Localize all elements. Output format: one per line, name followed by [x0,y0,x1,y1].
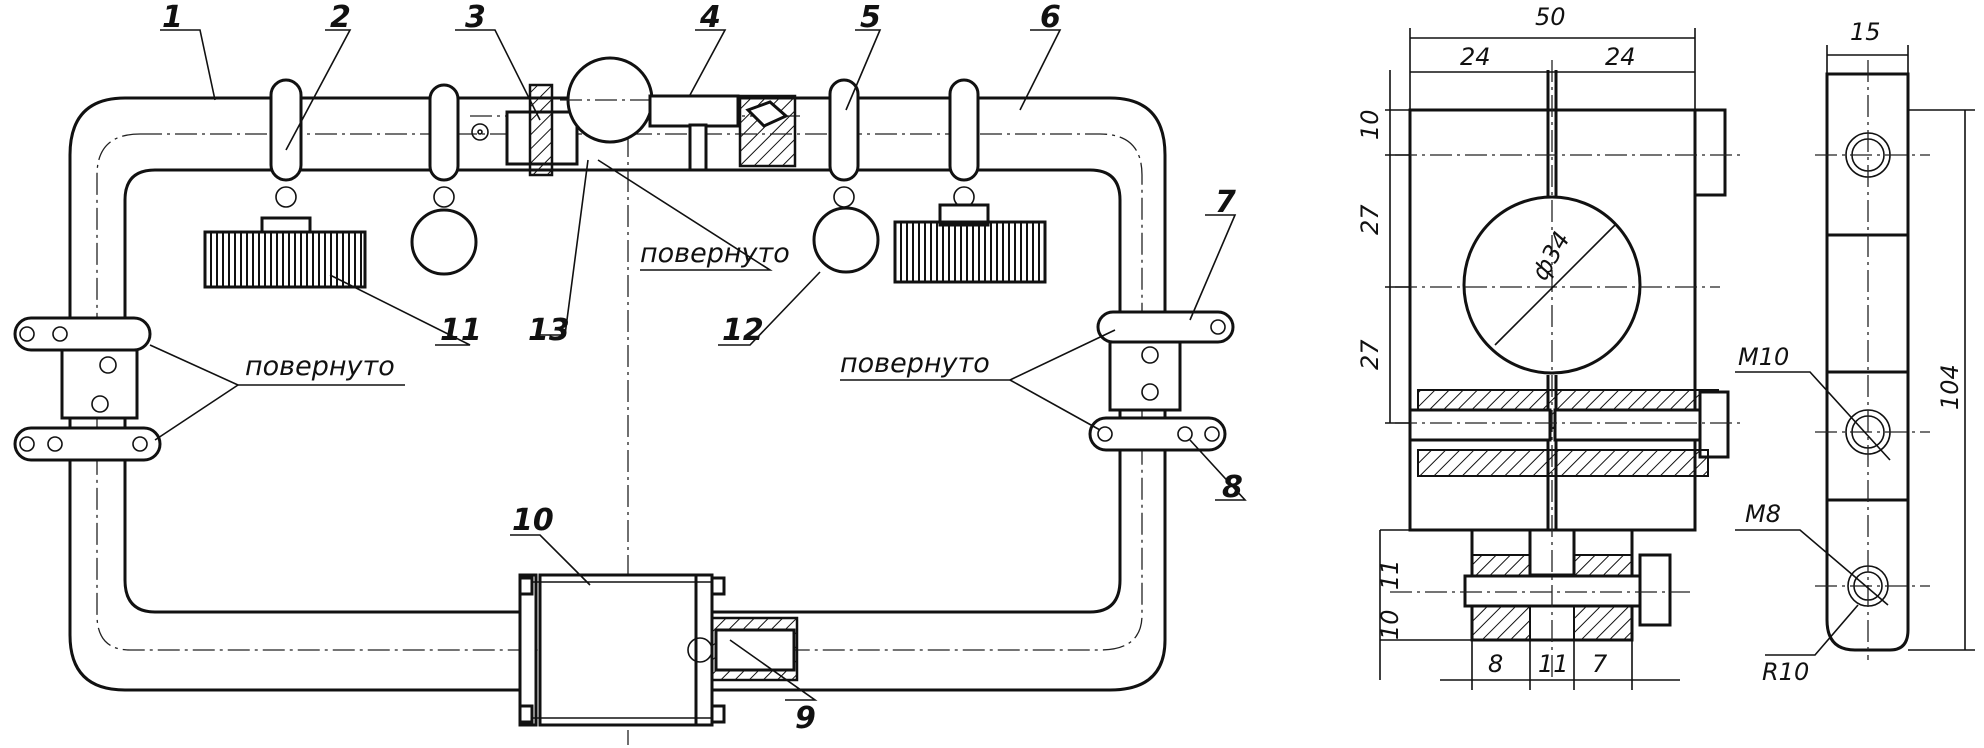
side-clamp-left [13,316,162,462]
note-rotated-center: повернуто [640,238,790,269]
part-label-5: 5 [860,0,881,35]
hanger-mid-left [410,83,478,276]
dim-bottom-a: 11 [1376,559,1404,590]
dim-width-total: 50 [1535,3,1566,31]
part-label-2: 2 [330,0,351,35]
dim-half-left: 24 [1460,43,1491,71]
dim-lower-height: 27 [1356,339,1384,370]
dim-slot-right: 7 [1592,650,1608,678]
top-clamp-assembly [471,56,797,177]
dim-thickness: 15 [1850,18,1881,46]
part-label-8: 8 [1222,470,1243,505]
dim-half-right: 24 [1605,43,1636,71]
dim-upper-height: 27 [1356,204,1384,235]
clamp-front-dimensions: 50 24 24 10 27 27 ф34 11 10 8 11 7 [1356,3,1696,690]
bottom-joint [518,573,799,727]
part-label-9: 9 [795,701,816,736]
dim-bottom-b: 10 [1376,609,1404,640]
rotated-notes: повернуто повернуто повернуто [245,238,990,382]
hanger-2 [203,78,367,289]
dim-radius: R10 [1762,658,1809,686]
leader-lines [149,29,1247,701]
clamp-side-dimensions: 15 104 M10 M8 R10 [1735,18,1975,686]
hanger-5 [812,78,880,274]
part-label-3: 3 [465,0,486,35]
part-label-12: 12 [722,313,764,348]
clamp-front-view [1390,60,1740,680]
part-label-7: 7 [1215,185,1236,220]
part-label-6: 6 [1040,0,1061,35]
part-label-1: 1 [162,0,183,35]
hanger-right [893,78,1047,284]
side-clamp-right [1088,310,1235,452]
dim-slot-mid: 11 [1538,650,1569,678]
part-label-10: 10 [512,503,554,538]
part-labels: 1 2 3 4 5 6 7 8 9 10 11 12 13 [162,0,1243,736]
dim-thread-lower: M8 [1745,500,1781,528]
dim-top-offset: 10 [1356,109,1384,140]
dim-length: 104 [1936,364,1964,410]
part-label-11: 11 [440,313,482,348]
clamp-side-view [1815,60,1930,660]
dim-thread-upper: M10 [1738,343,1789,371]
part-label-4: 4 [699,0,721,35]
part-label-13: 13 [528,313,570,348]
note-rotated-left: повернуто [245,351,395,382]
note-rotated-right: повернуто [840,348,990,379]
dim-slot-left: 8 [1488,650,1503,678]
